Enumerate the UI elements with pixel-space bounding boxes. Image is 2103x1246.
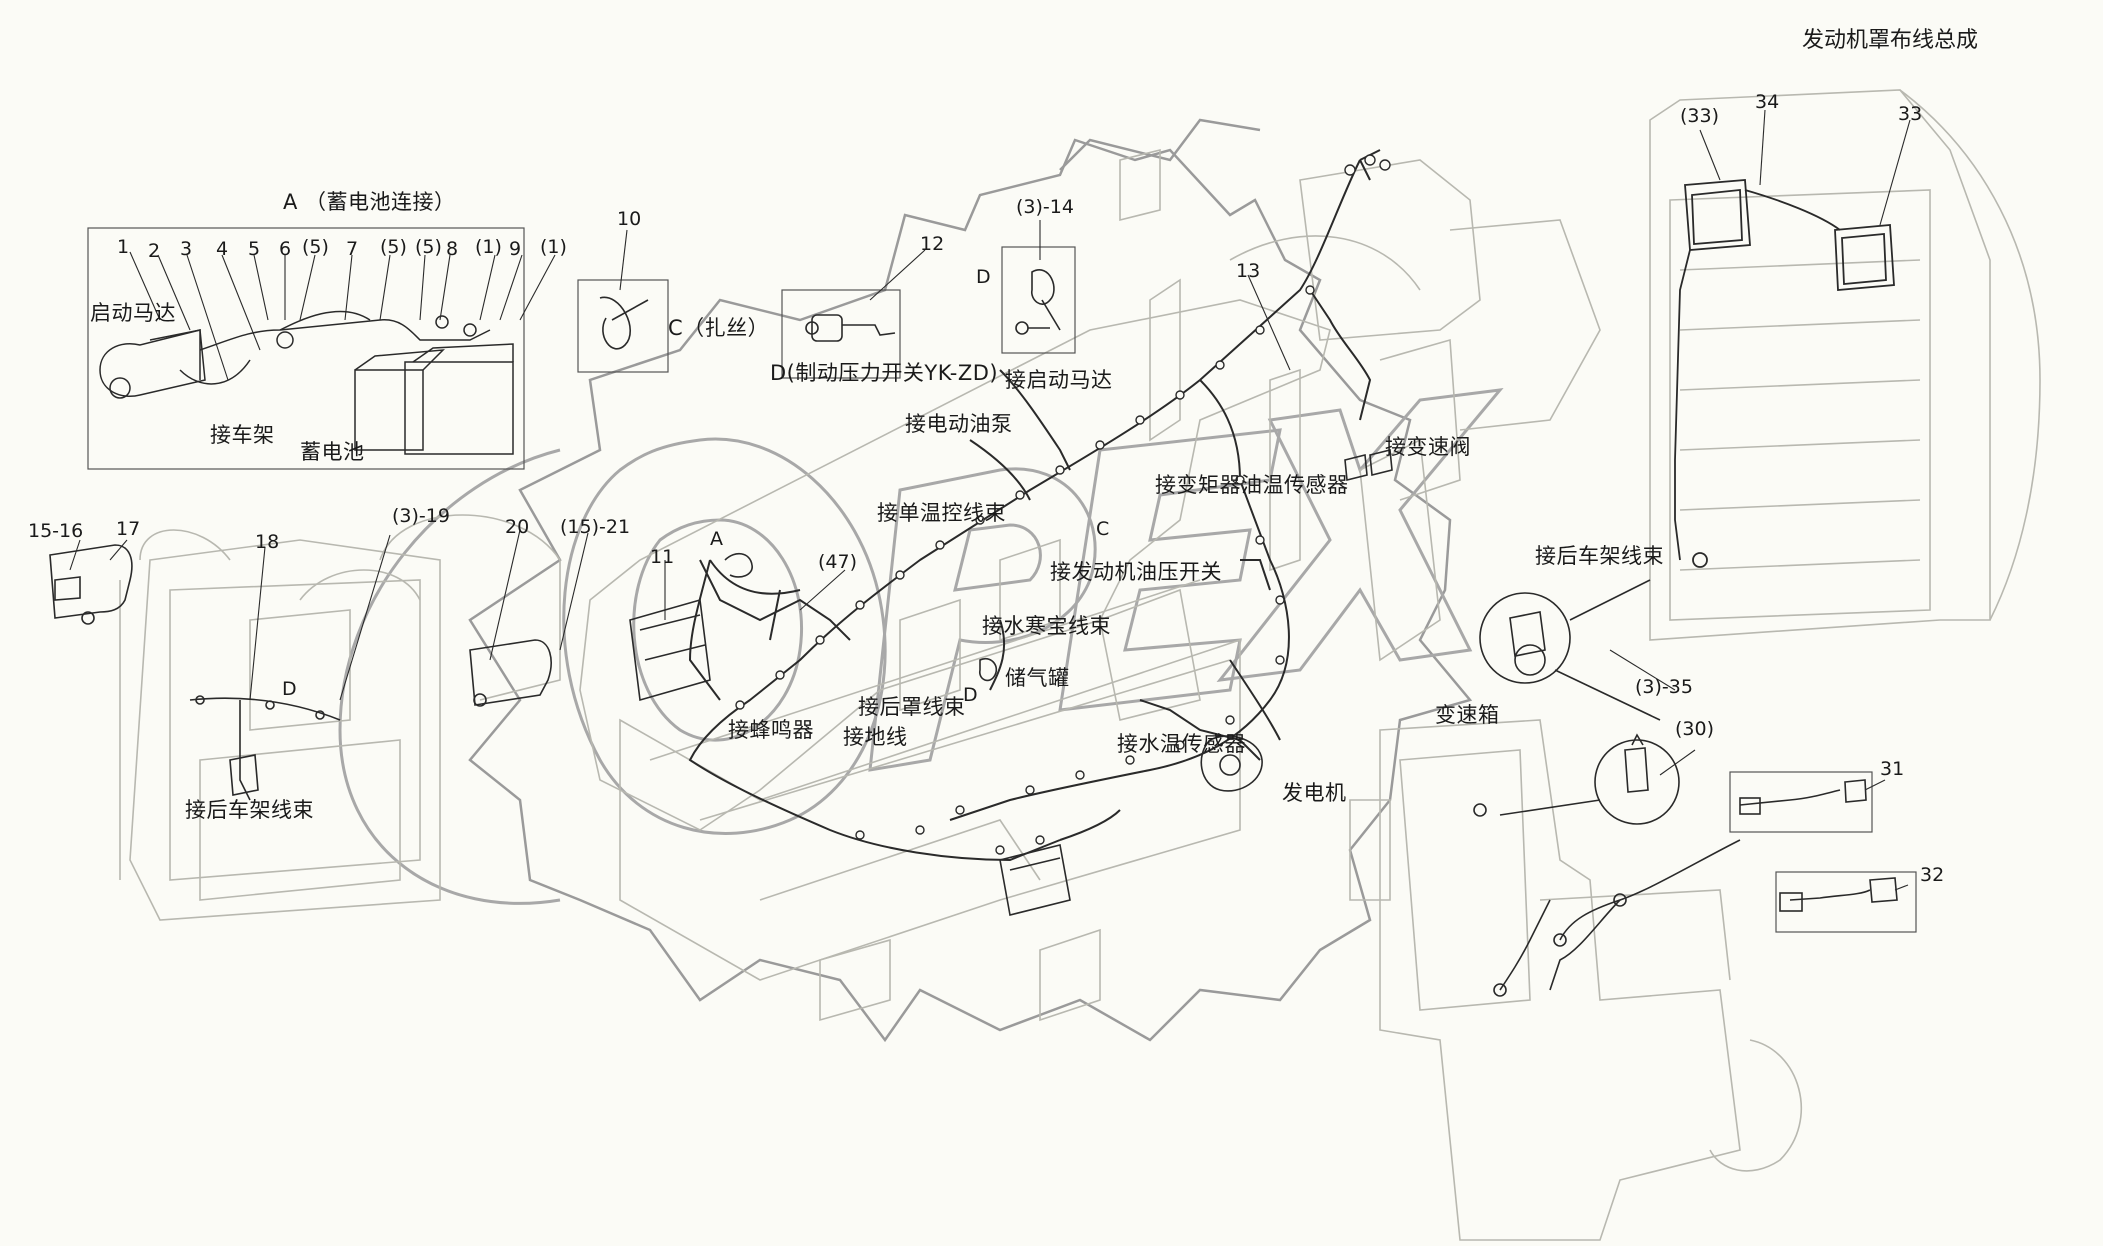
label-alternator: 发电机 [1282, 781, 1347, 805]
label-to-single-temp-harness: 接单温控线束 [877, 501, 1006, 525]
letter-d-inset: D [976, 266, 991, 288]
callout-1: 1 [117, 236, 130, 258]
radiator-lamps [1674, 179, 1895, 568]
leader-lines [69, 109, 1911, 891]
callout-3-14: (3)-14 [1016, 196, 1074, 218]
tie-wire-part [599, 296, 649, 350]
callout-10: 10 [617, 208, 642, 230]
callout-7: 7 [346, 238, 359, 260]
letter-d-left: D [282, 678, 297, 700]
label-to-rear-frame-harness-left: 接后车架线束 [185, 798, 314, 822]
label-gearbox: 变速箱 [1435, 703, 1500, 727]
label-battery: 蓄电池 [300, 440, 365, 464]
starter-terminal-part [1015, 269, 1061, 335]
letter-d-main: D [963, 684, 978, 706]
battery-connection-caption: A （蓄电池连接） [283, 190, 456, 214]
label-starter-motor: 启动马达 [90, 301, 176, 325]
callout-1-paren-b: (1) [540, 236, 567, 258]
rear-components [49, 544, 552, 801]
label-to-buzzer: 接蜂鸣器 [728, 718, 814, 742]
callout-15-16: 15-16 [28, 520, 84, 542]
label-to-engine-oil-pressure-switch: 接发动机油压开关 [1050, 560, 1222, 584]
callout-47: (47) [818, 551, 858, 573]
callout-5-paren-a: (5) [302, 236, 329, 258]
label-to-frame: 接车架 [210, 423, 275, 447]
callout-30: (30) [1675, 718, 1715, 740]
callout-5-paren-c: (5) [415, 236, 442, 258]
detail-circles [1479, 579, 1680, 825]
label-to-converter-oil-temp-sensor: 接变矩器油温传感器 [1155, 473, 1349, 497]
inset-frames [87, 227, 1917, 933]
letter-a-main: A [710, 528, 723, 550]
callout-34: 34 [1755, 91, 1780, 113]
brake-switch-part [805, 314, 896, 342]
radiator-outline [1649, 89, 2041, 641]
callout-9: 9 [509, 238, 522, 260]
callout-3-35: (3)-35 [1635, 676, 1693, 698]
callout-13: 13 [1236, 260, 1261, 282]
main-harness [688, 149, 1381, 862]
callout-1-paren-a: (1) [475, 236, 502, 258]
rear-frame-outline [119, 514, 561, 921]
label-to-water-temp-sensor: 接水温传感器 [1117, 732, 1246, 756]
assembly-title: 发动机罩布线总成 [1802, 28, 1979, 53]
label-to-ground: 接地线 [843, 725, 908, 749]
callout-18: 18 [255, 531, 280, 553]
label-air-tank: 储气罐 [1005, 666, 1070, 690]
label-to-rear-cover-harness: 接后罩线束 [858, 695, 966, 719]
callout-12: 12 [920, 233, 945, 255]
callout-33-paren: (33) [1680, 105, 1720, 127]
label-to-water-heater-harness: 接水寒宝线束 [982, 614, 1111, 638]
callout-2: 2 [148, 240, 161, 262]
callout-3: 3 [180, 238, 193, 260]
main-components [629, 448, 1393, 916]
tie-wire-caption: C（扎丝） [668, 316, 770, 340]
callout-20: 20 [505, 516, 530, 538]
watermark-gear [468, 118, 1473, 1043]
callout-5: 5 [248, 238, 261, 260]
callout-15-21: (15)-21 [560, 516, 631, 538]
harness-clips [735, 154, 1391, 855]
label-to-electric-pump: 接电动油泵 [905, 412, 1013, 436]
callout-11: 11 [650, 546, 675, 568]
label-to-rear-frame-harness-right: 接后车架线束 [1535, 544, 1664, 568]
frame-outline [579, 148, 1601, 1022]
callout-6: 6 [279, 238, 292, 260]
letter-c-main: C [1096, 518, 1110, 540]
label-to-transmission-valve: 接变速阀 [1385, 435, 1471, 459]
callout-3-19: (3)-19 [392, 505, 450, 527]
battery-inset-parts [99, 310, 514, 455]
callout-31: 31 [1880, 758, 1905, 780]
callout-8: 8 [446, 238, 459, 260]
callout-4: 4 [216, 238, 229, 260]
gearbox-outline [1349, 719, 1803, 1241]
callout-32: 32 [1920, 864, 1945, 886]
callout-5-paren-b: (5) [380, 236, 407, 258]
gearbox-cables [1473, 779, 1898, 997]
callout-33: 33 [1898, 103, 1923, 125]
callout-17: 17 [116, 518, 141, 540]
brake-switch-caption: D(制动压力开关YK-ZD) [770, 361, 999, 385]
label-to-starter-motor: 接启动马达 [1005, 368, 1113, 392]
